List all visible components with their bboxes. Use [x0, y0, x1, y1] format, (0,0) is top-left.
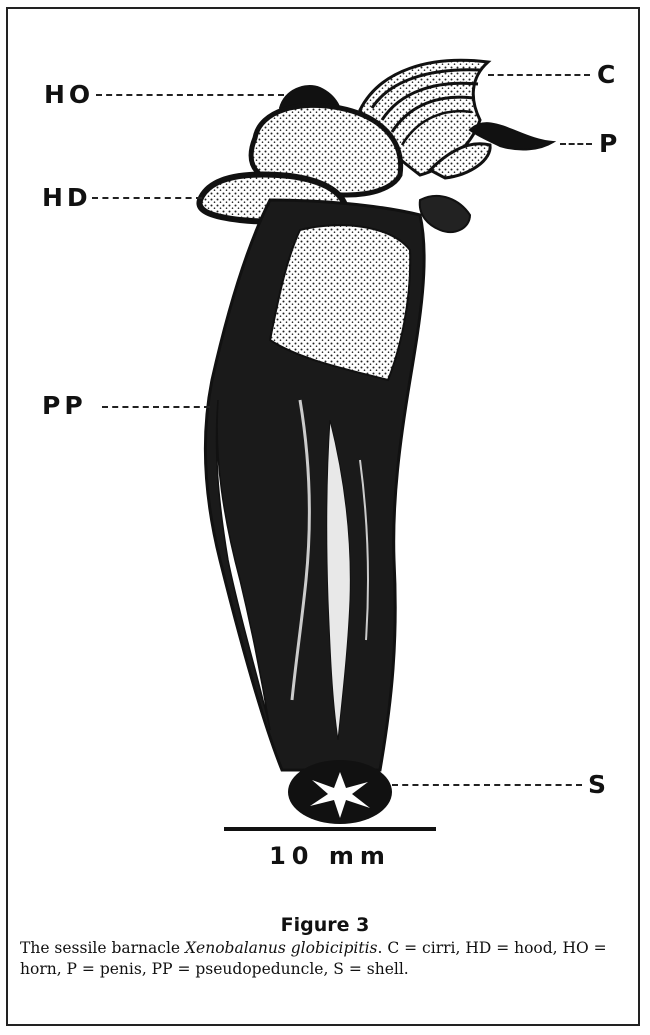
leader-horn — [96, 94, 284, 96]
caption-species: Xenobalanus globicipitis — [185, 939, 377, 957]
pseudopeduncle-shape — [205, 200, 424, 770]
scale-label: 10 mm — [224, 842, 436, 870]
leader-hood — [92, 197, 202, 199]
leader-pseudopeduncle — [102, 406, 210, 408]
leader-shell — [392, 784, 582, 786]
scale-bar — [224, 827, 436, 831]
figure-caption: The sessile barnacle Xenobalanus globici… — [20, 938, 630, 980]
label-shell: S — [588, 772, 610, 797]
figure-title: Figure 3 — [0, 914, 650, 936]
leader-penis — [560, 143, 592, 145]
leader-cirri — [488, 74, 590, 76]
label-horn: HO — [44, 82, 94, 107]
shell-shape — [288, 760, 392, 824]
label-pseudopeduncle: PP — [42, 393, 87, 418]
label-hood: HD — [42, 185, 92, 210]
label-penis: P — [599, 131, 621, 156]
caption-prefix: The sessile barnacle — [20, 939, 185, 957]
label-cirri: C — [597, 62, 619, 87]
